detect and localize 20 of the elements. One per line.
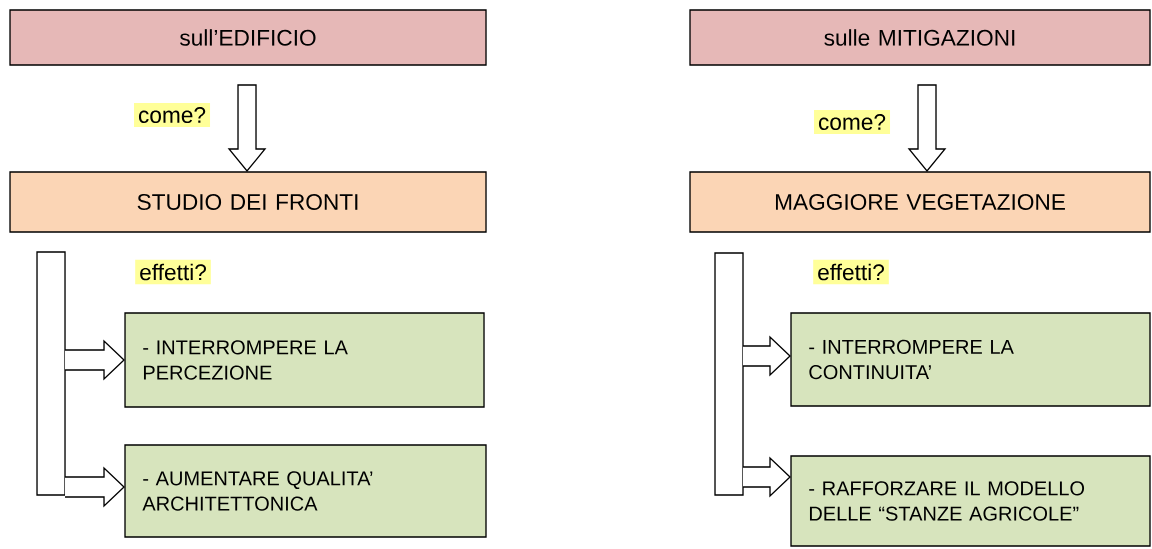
connector-bar <box>714 252 744 496</box>
connector-bar <box>36 251 66 496</box>
question-label: effetti? <box>813 259 889 285</box>
block-arrow <box>742 456 791 498</box>
effect-box: - RAFFORZARE IL MODELLO DELLE “STANZE AGRICOLE” <box>790 455 1151 547</box>
edge-label: come? <box>814 109 890 134</box>
effect-box: - AUMENTARE QUALITA’ ARCHITETTONICA <box>124 444 487 538</box>
heading-box: MAGGIORE VEGETAZIONE <box>689 171 1151 233</box>
heading-box: STUDIO DEI FRONTI <box>9 171 487 233</box>
heading-box: sulle MITIGAZIONI <box>689 9 1151 66</box>
block-arrow <box>64 466 125 508</box>
block-arrow <box>227 84 267 173</box>
effect-box: - INTERROMPERE LA CONTINUITA’ <box>790 312 1151 407</box>
question-label: effetti? <box>135 259 211 285</box>
heading-box: sull’EDIFICIO <box>9 9 487 66</box>
effect-box: - INTERROMPERE LA PERCEZIONE <box>124 312 485 408</box>
block-arrow <box>742 335 791 377</box>
block-arrow <box>907 84 947 173</box>
block-arrow <box>64 339 125 381</box>
edge-label: come? <box>134 102 211 127</box>
